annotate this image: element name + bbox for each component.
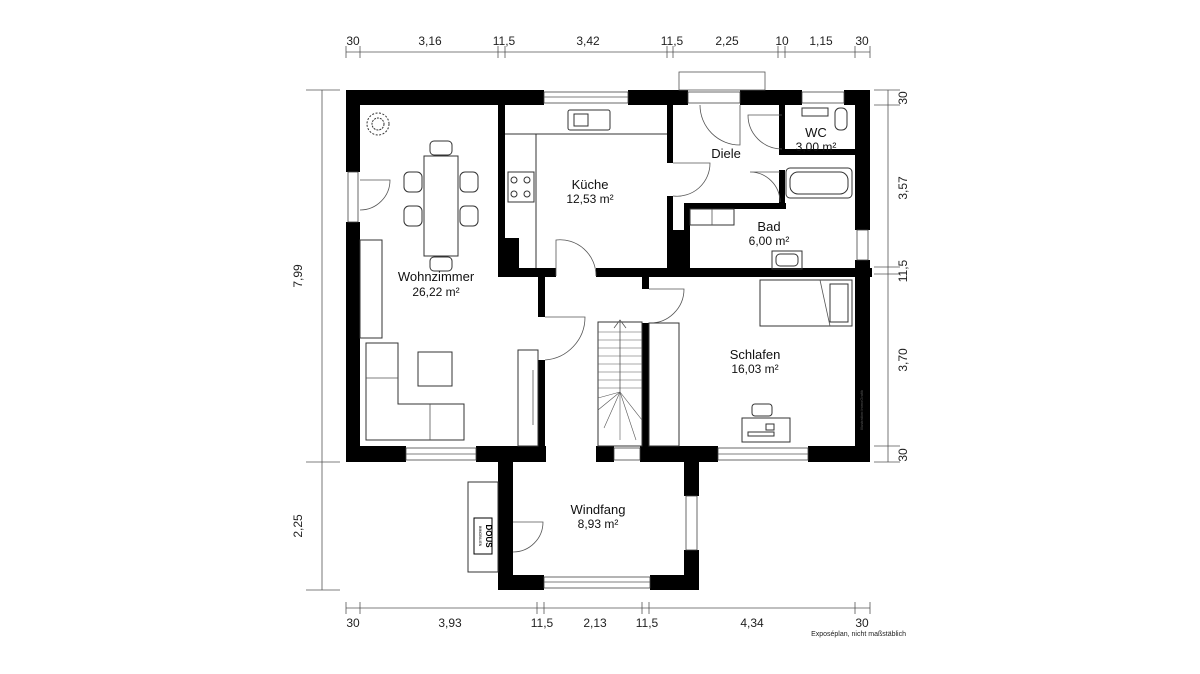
dim-top-8: 1,15 [809, 34, 833, 48]
toilet-icon [801, 107, 848, 131]
room-name-bad: Bad [757, 219, 780, 234]
sofa-icon [365, 342, 465, 441]
dim-bottom-7: 30 [855, 616, 869, 630]
walls [346, 90, 872, 590]
stairs-icon [597, 319, 643, 447]
bath-cabinet-icon [689, 208, 735, 226]
dim-bottom-1: 30 [346, 616, 360, 630]
cabinet-icon [517, 349, 539, 447]
room-area-schlafen: 16,03 m² [731, 362, 778, 376]
logo-line2: IMMOBILIEN [478, 526, 482, 547]
illustration-credit: Illustration:ImmoGrafik [859, 390, 864, 430]
room-area-bad: 6,00 m² [749, 234, 790, 248]
coffee-table-icon [417, 351, 453, 387]
dim-top-7: 10 [775, 34, 789, 48]
dim-top-3: 11,5 [493, 34, 516, 48]
desk-icon [741, 403, 791, 443]
room-name-kueche: Küche [572, 177, 609, 192]
dim-top-9: 30 [855, 34, 869, 48]
plan-note: Exposéplan, nicht maßstäblich [811, 631, 906, 638]
dim-right-1: 30 [896, 91, 910, 105]
windows [347, 71, 869, 589]
doors [359, 104, 783, 553]
room-name-windfang: Windfang [571, 502, 626, 517]
room-area-wc: 3,00 m² [796, 140, 837, 154]
room-area-wohnzimmer: 26,22 m² [412, 285, 459, 299]
dim-right-5: 30 [896, 448, 910, 462]
logo-line1: DOUS [484, 524, 493, 548]
dim-bottom-6: 4,34 [740, 616, 764, 630]
kitchen-counter-icon [505, 109, 667, 268]
room-name-schlafen: Schlafen [730, 347, 781, 362]
dim-bottom-2: 3,93 [438, 616, 462, 630]
dim-top-4: 3,42 [576, 34, 600, 48]
dim-left-2: 2,25 [291, 514, 305, 538]
bathtub-icon [785, 167, 853, 199]
dous-logo: DOUS IMMOBILIEN [473, 517, 493, 555]
dim-right-4: 3,70 [896, 348, 910, 372]
wardrobe-icon [648, 322, 680, 447]
room-name-diele: Diele [711, 146, 741, 161]
room-name-wc: WC [805, 125, 827, 140]
dimension-labels-right: 30 3,57 11,5 3,70 30 [896, 91, 910, 462]
dim-top-5: 11,5 [661, 34, 684, 48]
room-area-windfang: 8,93 m² [578, 517, 619, 531]
dimension-labels-bottom: 30 3,93 11,5 2,13 11,5 4,34 30 [346, 616, 869, 630]
plant-icon [366, 112, 390, 136]
dim-bottom-4: 2,13 [583, 616, 607, 630]
room-area-kueche: 12,53 m² [566, 192, 613, 206]
room-name-wohnzimmer: Wohnzimmer [398, 269, 475, 284]
bed-icon [759, 279, 853, 327]
washbasin-icon [771, 250, 803, 270]
sideboard-icon [359, 239, 383, 339]
dim-right-2: 3,57 [896, 176, 910, 200]
dim-top-1: 30 [346, 34, 360, 48]
dimension-labels-top: 30 3,16 11,5 3,42 11,5 2,25 10 1,15 30 [346, 34, 869, 48]
dimension-labels-left: 7,99 2,25 [291, 264, 305, 538]
dimension-lines [306, 46, 900, 614]
dim-top-2: 3,16 [418, 34, 442, 48]
dim-right-3: 11,5 [896, 259, 910, 282]
dim-left-1: 7,99 [291, 264, 305, 288]
dim-top-6: 2,25 [715, 34, 739, 48]
dining-table-icon [403, 140, 479, 272]
room-labels: Wohnzimmer 26,22 m² Küche 12,53 m² Diele… [398, 125, 837, 531]
dim-bottom-5: 11,5 [636, 616, 659, 630]
entrance-niche [467, 481, 499, 573]
dim-bottom-3: 11,5 [531, 616, 554, 630]
